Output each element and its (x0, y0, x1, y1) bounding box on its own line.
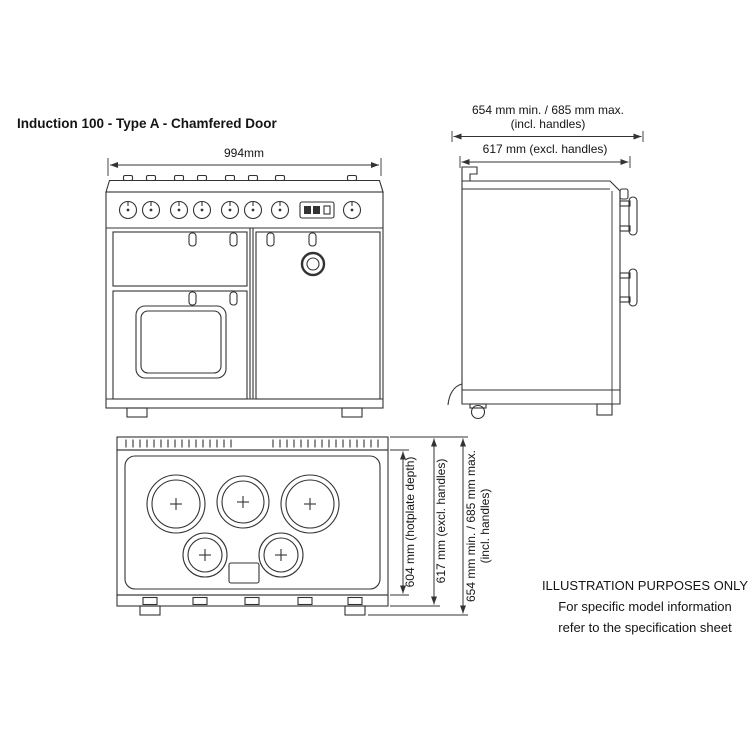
back-vent (461, 166, 478, 181)
side-view-body (447, 166, 638, 420)
top-depth-incl-label-2: (incl. handles) (478, 489, 492, 564)
side-handle-top (619, 196, 638, 236)
grill-door (112, 231, 248, 287)
handle-bracket (308, 232, 317, 247)
disclaimer: ILLUSTRATION PURPOSES ONLY For specific … (542, 578, 748, 635)
handle-bracket (188, 232, 197, 247)
oven-window-inner (140, 310, 222, 374)
dim-top-incl-handles: 654 mm min. / 685 mm max. (incl. handles… (368, 438, 492, 616)
hob-surface (124, 455, 381, 590)
hob-outline (116, 449, 389, 596)
front-width-dimension: 994mm (107, 146, 382, 176)
side-depth-excl-label: 617 mm (excl. handles) (483, 142, 608, 156)
top-depth-incl-label-1: 654 mm min. / 685 mm max. (464, 450, 478, 602)
top-foot-right (344, 605, 366, 616)
control-knobs (118, 200, 362, 220)
brand-badge (300, 251, 326, 277)
page-title: Induction 100 - Type A - Chamfered Door (17, 116, 278, 131)
back-rail-vents (125, 439, 379, 448)
side-depth-incl-label-1: 654 mm min. / 685 mm max. (472, 103, 624, 117)
side-control-knob (619, 188, 629, 200)
top-depth-excl-label: 617 mm (excl. handles) (434, 459, 448, 584)
front-width-label: 994mm (224, 146, 264, 160)
hob-control-panel (228, 562, 260, 584)
top-rail (105, 179, 384, 193)
disclaimer-line-2: For specific model information (558, 599, 731, 614)
oven-window (135, 305, 227, 379)
disclaimer-line-3: refer to the specification sheet (558, 620, 732, 635)
handle-bracket (266, 232, 275, 247)
handle-bracket (229, 232, 238, 247)
side-handle-bottom (619, 268, 638, 307)
brand-badge-inner (306, 257, 320, 271)
side-depth-incl-label-2: (incl. handles) (511, 117, 586, 131)
dim-hotplate-depth: 604 mm (hotplate depth) (390, 449, 417, 596)
top-rail-tabs (122, 174, 358, 182)
side-front-foot (596, 403, 613, 416)
dim-top-excl-handles: 617 mm (excl. handles) (390, 436, 468, 607)
side-outline (461, 180, 621, 405)
disclaimer-line-1: ILLUSTRATION PURPOSES ONLY (542, 578, 748, 593)
induction-zones (146, 474, 340, 578)
back-rail (116, 436, 389, 451)
side-view: 654 mm min. / 685 mm max. (incl. handles… (447, 103, 644, 420)
side-dim-incl-handles: 654 mm min. / 685 mm max. (incl. handles… (451, 103, 644, 142)
handle-bracket (188, 291, 197, 306)
front-view: 994mm (105, 146, 384, 418)
top-view: 604 mm (hotplate depth) 617 mm (excl. ha… (116, 436, 492, 616)
hotplate-depth-label: 604 mm (hotplate depth) (403, 457, 417, 588)
body-outline (105, 191, 384, 409)
side-dim-excl-handles: 617 mm (excl. handles) (459, 142, 631, 168)
caster-wheel (469, 403, 487, 420)
top-foot-left (139, 605, 161, 616)
clock-display (299, 201, 335, 219)
rear-lever (447, 383, 463, 406)
handle-bracket (229, 291, 238, 306)
right-oven-door (255, 231, 381, 400)
front-feet (126, 407, 363, 418)
front-rail-pads (142, 596, 363, 606)
main-oven-door (112, 290, 248, 400)
front-view-body (105, 174, 384, 418)
front-rail (116, 594, 389, 607)
